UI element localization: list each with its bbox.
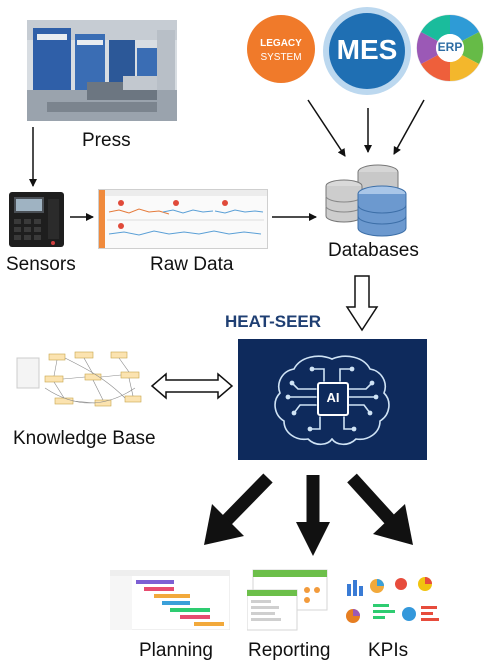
ai-to-planning-arrow <box>204 473 273 545</box>
legacy-line1: LEGACY <box>260 38 302 49</box>
ai-to-kpis-arrow <box>347 473 413 545</box>
raw-data-label: Raw Data <box>150 254 234 275</box>
press-photo <box>27 20 177 121</box>
databases-label: Databases <box>328 240 419 261</box>
reporting-label: Reporting <box>248 640 331 661</box>
erp-label: ERP <box>437 40 463 54</box>
erp-logo: ERP <box>416 14 484 82</box>
mes-label: MES <box>336 34 398 65</box>
knowledge-base-graph <box>15 348 148 416</box>
raw-data-screenshot <box>98 189 268 249</box>
erp-to-databases-arrow <box>393 99 425 155</box>
planning-label: Planning <box>139 640 213 661</box>
heat-seer-title: HEAT-SEER <box>225 312 322 331</box>
sensors-label: Sensors <box>6 254 76 275</box>
legacy-line2: SYSTEM <box>260 52 302 63</box>
reporting-dashboard <box>247 568 331 632</box>
sensor-device <box>8 191 65 248</box>
ai-panel: AI <box>238 339 427 460</box>
ai-chip-label: AI <box>326 390 340 405</box>
databases-icon <box>322 158 410 238</box>
knowledge-base-label: Knowledge Base <box>13 428 156 449</box>
mes-logo: MES <box>322 6 412 96</box>
press-label: Press <box>82 130 131 151</box>
ai-to-reporting-arrow <box>296 475 330 556</box>
legacy-system-logo: LEGACY SYSTEM <box>246 14 316 84</box>
databases-to-heatseer-arrow <box>345 275 379 332</box>
kpis-label: KPIs <box>368 640 409 661</box>
kpis-dashboard <box>343 570 443 632</box>
knowledge-ai-double-arrow <box>150 372 234 400</box>
legacy-to-databases-arrow <box>307 99 346 157</box>
planning-gantt <box>110 570 230 630</box>
